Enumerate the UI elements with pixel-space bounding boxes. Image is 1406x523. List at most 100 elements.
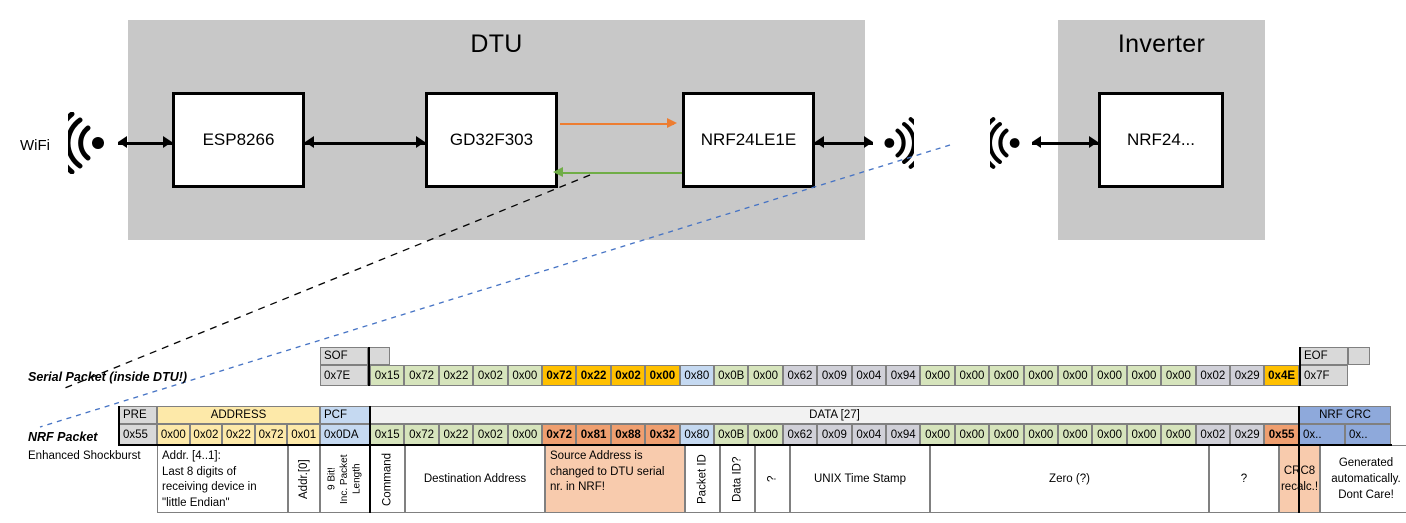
serial-byte-cell: 0x22: [576, 365, 611, 386]
nrf-address-byte-cell: 0x00: [157, 424, 190, 445]
serial-byte-cell: 0x00: [1126, 365, 1162, 386]
nrf-pre-value: 0x55: [119, 424, 157, 445]
serial-byte-cell: 0x94: [886, 365, 921, 386]
nrf-address-byte-cell: 0x22: [222, 424, 255, 445]
nrf-byte-cell: 0x00: [1126, 424, 1162, 445]
nrf-byte-cell: 0x09: [817, 424, 852, 445]
serial-eof-header-pad: [1348, 347, 1370, 365]
nrf-byte-cell: 0x00: [1161, 424, 1196, 445]
chip-gd32f303: GD32F303: [425, 92, 558, 188]
serial-byte-cell: 0x00: [1058, 365, 1093, 386]
serial-byte-cell: 0x00: [1161, 365, 1196, 386]
chip-nrf24le1e: NRF24LE1E: [682, 92, 815, 188]
nrf-address-byte-cell: 0x72: [254, 424, 288, 445]
link-nrf-antenna: [815, 142, 873, 145]
serial-byte-cell: 0x00: [1023, 365, 1058, 386]
nrf-byte-cell: 0x00: [748, 424, 783, 445]
serial-byte-cell: 0x00: [989, 365, 1024, 386]
nrf-byte-cell: 0x80: [679, 424, 714, 445]
block-diagram: DTU Inverter WiFi ESP8266 GD32F303 NRF24…: [0, 0, 1406, 260]
wifi-label: WiFi: [20, 137, 50, 154]
nrf-address-byte-cell: 0x01: [287, 424, 320, 445]
arrow-right-wifi-esp: [163, 136, 172, 148]
chip-nrf24: NRF24...: [1098, 92, 1224, 188]
desc-data-id: Data ID?: [720, 445, 755, 513]
serial-byte-cell: 0x09: [817, 365, 852, 386]
desc-destination-address: Destination Address: [405, 445, 545, 513]
serial-sof-value: 0x7E: [320, 365, 368, 386]
nrf-crc-header: NRF CRC: [1299, 406, 1391, 424]
nrf-byte-cell: 0x00: [1058, 424, 1093, 445]
chip-esp8266: ESP8266: [172, 92, 305, 188]
serial-byte-cell: 0x0B: [714, 365, 749, 386]
arrow-right-inverter-nrf24: [1089, 136, 1098, 148]
inverter-enclosure: Inverter: [1058, 20, 1265, 240]
serial-byte-cell: 0x00: [1092, 365, 1127, 386]
arrow-right-nrf-antenna: [864, 136, 873, 148]
nrf-byte-cell: 0x15: [370, 424, 405, 445]
chip-nrf24-label: NRF24...: [1126, 130, 1196, 149]
nrf-byte-cell: 0x72: [542, 424, 577, 445]
nrf-byte-cell: 0x02: [1195, 424, 1230, 445]
desc-packet-id: Packet ID: [685, 445, 720, 513]
nrf-pcf-header: PCF: [320, 406, 370, 424]
serial-byte-cell: 0x00: [645, 365, 680, 386]
serial-byte-cell: 0x02: [1195, 365, 1230, 386]
desc-source-note: Source Address is changed to DTU serial …: [545, 445, 685, 513]
packet-tables: Serial Packet (inside DTU!) NRF Packet E…: [0, 330, 1406, 523]
desc-crc-note: Generated automatically. Dont Care!: [1320, 445, 1406, 513]
nrf-byte-cell: 0x00: [1023, 424, 1058, 445]
serial-byte-cell: 0x29: [1230, 365, 1265, 386]
desc-zero: Zero (?): [930, 445, 1209, 513]
nrf-crc-byte-cell: 0x..: [1345, 424, 1391, 445]
link-wifi-esp: [118, 142, 172, 145]
dtu-radio-antenna-icon: [884, 117, 914, 169]
chip-nrf24le1e-label: NRF24LE1E: [700, 130, 797, 149]
desc-address-note: Addr. [4..1]: Last 8 digits of receiving…: [157, 445, 288, 513]
serial-eof-header: EOF: [1300, 347, 1348, 365]
nrf-byte-cell: 0x55: [1264, 424, 1299, 445]
nrf-byte-cell: 0x72: [404, 424, 439, 445]
nrf-byte-cell: 0x94: [886, 424, 921, 445]
link-inverter-antenna-nrf24: [1032, 142, 1098, 145]
serial-eof-value: 0x7F: [1300, 365, 1348, 386]
nrf-byte-cell: 0x04: [851, 424, 886, 445]
wifi-antenna-icon: [68, 112, 104, 174]
arrow-left-wifi-esp: [118, 136, 127, 148]
serial-byte-cell: 0x72: [542, 365, 577, 386]
nrf-address-header: ADDRESS: [157, 406, 320, 424]
nrf-address-byte-cell: 0x02: [189, 424, 223, 445]
chip-esp8266-label: ESP8266: [202, 130, 275, 149]
nrf-pcf-value: 0x0DA: [320, 424, 370, 445]
serial-byte-cell: 0x02: [473, 365, 508, 386]
serial-byte-cell: 0x15: [370, 365, 405, 386]
arrow-left-nrf-gd32-rx: [553, 167, 563, 177]
desc-crc8: CRC8 recalc.!: [1279, 445, 1320, 513]
desc-command: Command: [370, 445, 405, 513]
serial-byte-cell: 0x22: [438, 365, 474, 386]
desc-pcf-note: 9 Bit! Inc. Packet Length: [320, 445, 370, 513]
nrf-byte-cell: 0x29: [1230, 424, 1265, 445]
arrow-right-gd32-nrf-tx: [667, 118, 677, 128]
nrf-data-header: DATA [27]: [370, 406, 1299, 424]
nrf-byte-cell: 0x0B: [714, 424, 749, 445]
nrf-byte-cell: 0x00: [507, 424, 542, 445]
desc-unknown-2: ?: [1209, 445, 1279, 513]
serial-byte-cell: 0x00: [748, 365, 783, 386]
link-gd32-nrf-tx: [560, 123, 674, 125]
serial-byte-cell: 0x00: [954, 365, 990, 386]
serial-byte-cell: 0x00: [920, 365, 955, 386]
link-esp-gd32: [305, 142, 425, 145]
nrf-byte-cell: 0x81: [576, 424, 611, 445]
serial-byte-cell: 0x4E: [1264, 365, 1299, 386]
serial-packet-label: Serial Packet (inside DTU!): [28, 370, 188, 384]
inverter-radio-antenna-icon: [990, 117, 1020, 169]
nrf-byte-cell: 0x00: [954, 424, 990, 445]
serial-byte-cell: 0x80: [679, 365, 714, 386]
serial-byte-cell: 0x04: [851, 365, 886, 386]
serial-byte-cell: 0x00: [507, 365, 542, 386]
link-nrf-gd32-rx: [560, 172, 682, 174]
serial-sof-header: SOF: [320, 347, 368, 365]
nrf-byte-cell: 0x00: [920, 424, 955, 445]
serial-byte-cell: 0x72: [404, 365, 439, 386]
